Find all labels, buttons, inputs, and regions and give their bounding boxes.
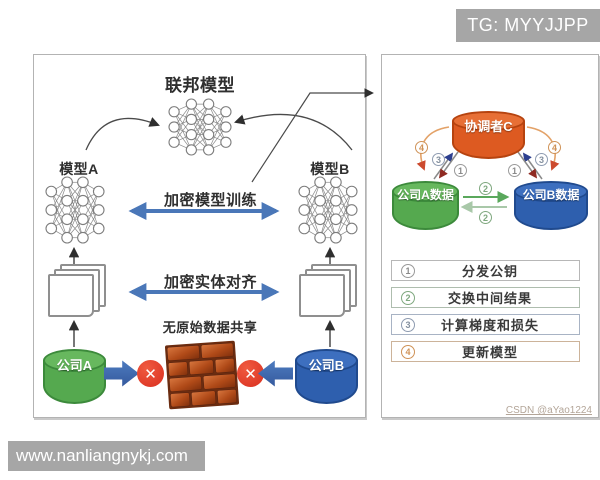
tg-watermark: TG: MYYJJPP xyxy=(456,9,600,42)
coordinator-c-label: 协调者C xyxy=(464,118,513,134)
right-detail-panel xyxy=(381,54,599,418)
model-a-label: 模型A xyxy=(59,161,99,177)
legend-4-label: 更新模型 xyxy=(461,345,518,360)
documents-b-icon xyxy=(299,264,359,318)
encrypted-alignment-label: 加密实体对齐 xyxy=(163,274,257,291)
documents-a-icon xyxy=(48,264,108,318)
step-3-marker-right: 3 xyxy=(535,153,548,166)
legend-4-number: 4 xyxy=(401,344,415,359)
legend-3-number: 3 xyxy=(401,317,415,332)
company-a-label: 公司A xyxy=(56,357,93,373)
legend-step-1: 1 分发公钥 xyxy=(391,260,580,281)
legend-2-label: 交换中间结果 xyxy=(447,291,532,306)
company-b-data-label: 公司B数据 xyxy=(522,187,580,202)
blocked-x-icon-a: ✕ xyxy=(137,360,164,387)
step-2-marker-bottom: 2 xyxy=(479,211,492,224)
company-b-database: 公司B xyxy=(295,349,358,404)
legend-step-4: 4 更新模型 xyxy=(391,341,580,362)
site-watermark: www.nanliangnykj.com xyxy=(8,441,205,471)
step-2-marker-top: 2 xyxy=(479,182,492,195)
legend-1-number: 1 xyxy=(401,263,415,278)
company-a-data-database: 公司A数据 xyxy=(392,181,459,230)
company-a-data-label: 公司A数据 xyxy=(397,187,454,202)
step-4-marker-left: 4 xyxy=(415,141,428,154)
model-b-label: 模型B xyxy=(310,161,350,177)
blocked-x-icon-b: ✕ xyxy=(237,360,264,387)
company-a-database: 公司A xyxy=(43,349,106,404)
step-1-marker-right: 1 xyxy=(508,164,521,177)
federated-model-title: 联邦模型 xyxy=(165,76,235,95)
step-3-marker-left: 3 xyxy=(432,153,445,166)
step-1-marker-left: 1 xyxy=(454,164,467,177)
csdn-credit: CSDN @aYao1224 xyxy=(505,405,592,416)
legend-step-2: 2 交换中间结果 xyxy=(391,287,580,308)
legend-1-label: 分发公钥 xyxy=(461,264,518,279)
coordinator-c-database: 协调者C xyxy=(452,111,525,159)
company-b-label: 公司B xyxy=(308,357,345,373)
no-raw-data-sharing-label: 无原始数据共享 xyxy=(162,320,258,335)
legend-step-3: 3 计算梯度和损失 xyxy=(391,314,580,335)
legend-2-number: 2 xyxy=(401,290,415,305)
encrypted-training-label: 加密模型训练 xyxy=(163,192,257,209)
legend-3-label: 计算梯度和损失 xyxy=(440,318,539,333)
company-b-data-database: 公司B数据 xyxy=(514,181,588,230)
step-4-marker-right: 4 xyxy=(548,141,561,154)
